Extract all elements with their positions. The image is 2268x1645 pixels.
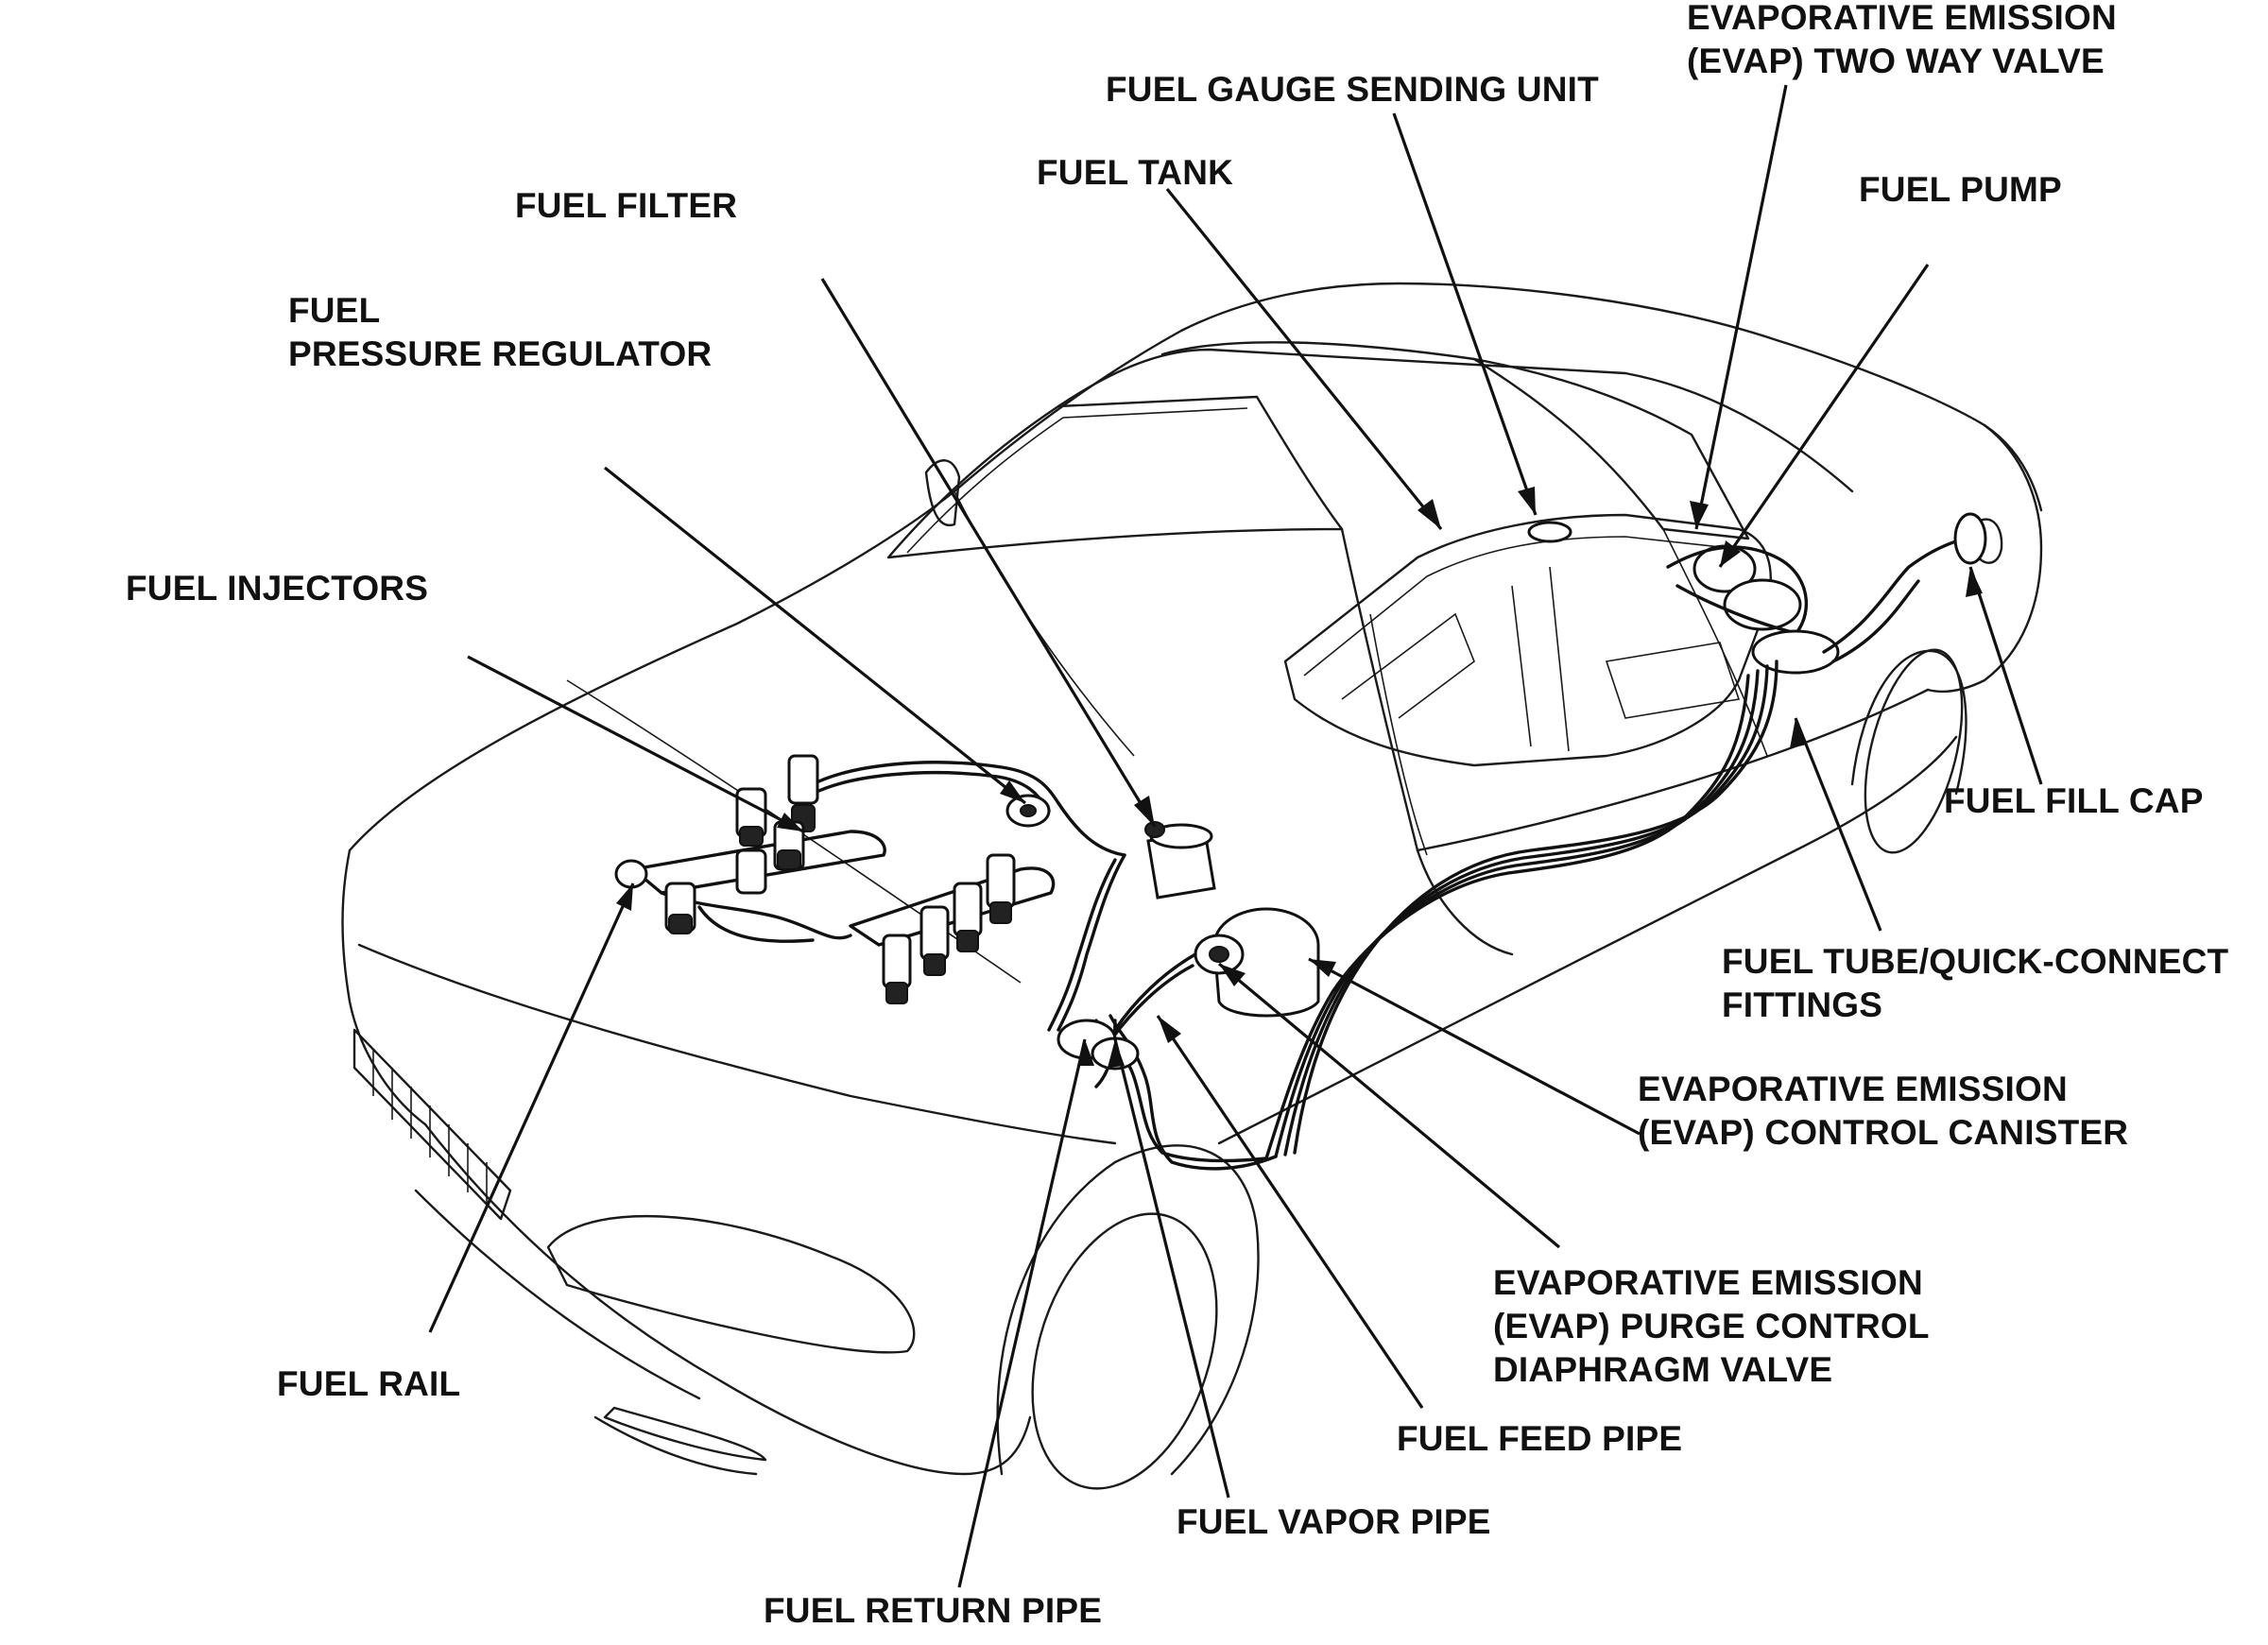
label-fuel-feed-pipe: FUEL FEED PIPE [1397,1419,1683,1458]
label-fuel-rail: FUEL RAIL [277,1364,461,1403]
label-evap-two-way-valve-line1: EVAPORATIVE EMISSION [1687,0,2117,37]
label-fuel-injectors: FUEL INJECTORS [126,569,429,608]
label-fuel-fill-cap: FUEL FILL CAP [1944,781,2204,820]
label-fuel-filter: FUEL FILTER [515,186,738,225]
evap-canister [1109,907,1320,1041]
car-body [341,282,2043,1490]
label-fuel-pressure-regulator: FUEL PRESSURE REGULATOR [288,289,712,376]
label-fuel-tube-fittings-line2: FITTINGS [1722,985,1883,1024]
leader-lines [428,84,2043,1588]
engine-fuel-components [614,754,1216,1088]
label-evap-purge-valve: EVAPORATIVE EMISSION (EVAP) PURGE CONTRO… [1493,1261,1930,1392]
arrowheads [616,487,1983,1068]
label-evap-control-canister: EVAPORATIVE EMISSION (EVAP) CONTROL CANI… [1638,1068,2128,1155]
label-evap-purge-valve-line3: DIAPHRAGM VALVE [1493,1350,1833,1389]
label-evap-two-way-valve: EVAPORATIVE EMISSION (EVAP) TWO WAY VALV… [1687,0,2117,83]
label-evap-purge-valve-line1: EVAPORATIVE EMISSION [1493,1263,1923,1302]
fuel-tank [1283,513,1772,767]
pressure-regulator [1005,794,1051,828]
fuel-pump-assembly [1666,512,1987,675]
label-fuel-pump: FUEL PUMP [1859,170,2062,209]
label-fuel-tube-fittings-line1: FUEL TUBE/QUICK-CONNECT [1722,942,2229,981]
label-fuel-vapor-pipe: FUEL VAPOR PIPE [1177,1502,1491,1541]
label-evap-control-canister-line1: EVAPORATIVE EMISSION [1638,1070,2068,1108]
injectors [664,754,1016,1004]
label-fuel-pressure-regulator-line1: FUEL [288,291,381,330]
label-evap-two-way-valve-line2: (EVAP) TWO WAY VALVE [1687,42,2105,80]
label-evap-control-canister-line2: (EVAP) CONTROL CANISTER [1638,1113,2129,1152]
fuel-filter [1144,821,1216,900]
label-fuel-tube-fittings: FUEL TUBE/QUICK-CONNECT FITTINGS [1722,940,2228,1027]
label-fuel-gauge-sending-unit: FUEL GAUGE SENDING UNIT [1106,70,1599,109]
label-fuel-return-pipe: FUEL RETURN PIPE [764,1591,1103,1630]
label-evap-purge-valve-line2: (EVAP) PURGE CONTROL [1493,1307,1930,1345]
label-fuel-pressure-regulator-line2: PRESSURE REGULATOR [288,334,713,373]
label-fuel-tank: FUEL TANK [1037,153,1234,192]
